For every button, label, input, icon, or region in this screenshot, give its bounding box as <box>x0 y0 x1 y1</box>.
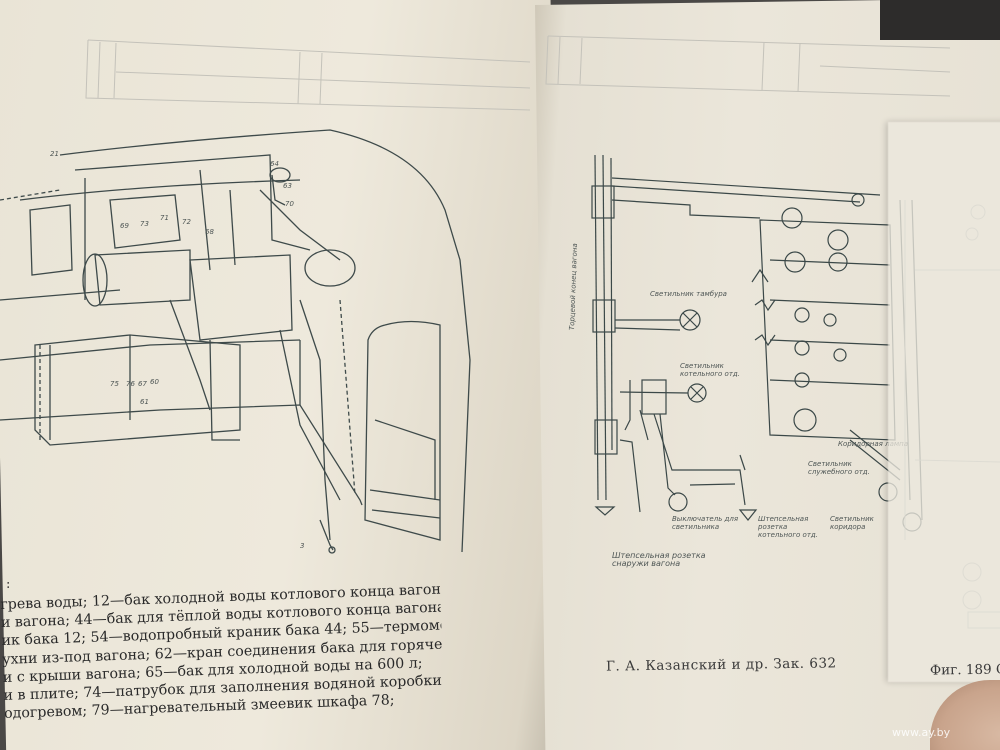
label-svet-sluzh: Светильник служебного отд. <box>808 460 870 476</box>
figure-number: 73 <box>140 220 149 228</box>
label-koridor: Коридорная лампа <box>838 440 909 448</box>
figure-number: 70 <box>285 200 294 208</box>
label-vykl: Выключатель для светильника <box>672 515 739 531</box>
label-svet-tambur: Светильник тамбура <box>650 290 727 298</box>
caption-start: : <box>6 577 11 592</box>
left-header-table <box>85 39 531 111</box>
figure-number: 3 <box>300 542 305 550</box>
label-svet-stol: Светильник котельного отд. <box>680 362 740 378</box>
figure-number: 67 <box>138 380 147 388</box>
figure-number: 69 <box>120 222 129 230</box>
figure-number: 60 <box>150 378 159 386</box>
figure-caption: Фиг. 189 Сх <box>929 661 1000 679</box>
figure-caption-text: грева воды; 12—бак холодной воды котлово… <box>0 581 444 724</box>
figure-number: 21 <box>50 150 59 158</box>
figure-number: 75 <box>110 380 119 388</box>
background-dark-corner <box>880 0 1000 40</box>
page-footer: Г. А. Казанский и др. Зак. 632 <box>605 655 837 675</box>
label-shtep-snaruzhi: Штепсельная розетка снаружи вагона <box>612 551 706 568</box>
figure-number: 63 <box>283 182 292 190</box>
label-svet-koridor: Светильник коридора <box>830 515 874 531</box>
figure-number: 64 <box>270 160 279 168</box>
label-shtep-kotel: Штепсельная розетка котельного отд. <box>758 515 818 539</box>
overlapping-sheet <box>888 122 1000 682</box>
left-diagram <box>0 129 471 554</box>
figure-number: 68 <box>205 228 214 236</box>
figure-number: 72 <box>182 218 191 226</box>
figure-number: 76 <box>126 380 135 388</box>
figure-number: 71 <box>160 214 169 222</box>
watermark: www.ay.by <box>892 726 951 739</box>
figure-number: 61 <box>140 398 149 406</box>
right-header-table <box>545 35 951 97</box>
